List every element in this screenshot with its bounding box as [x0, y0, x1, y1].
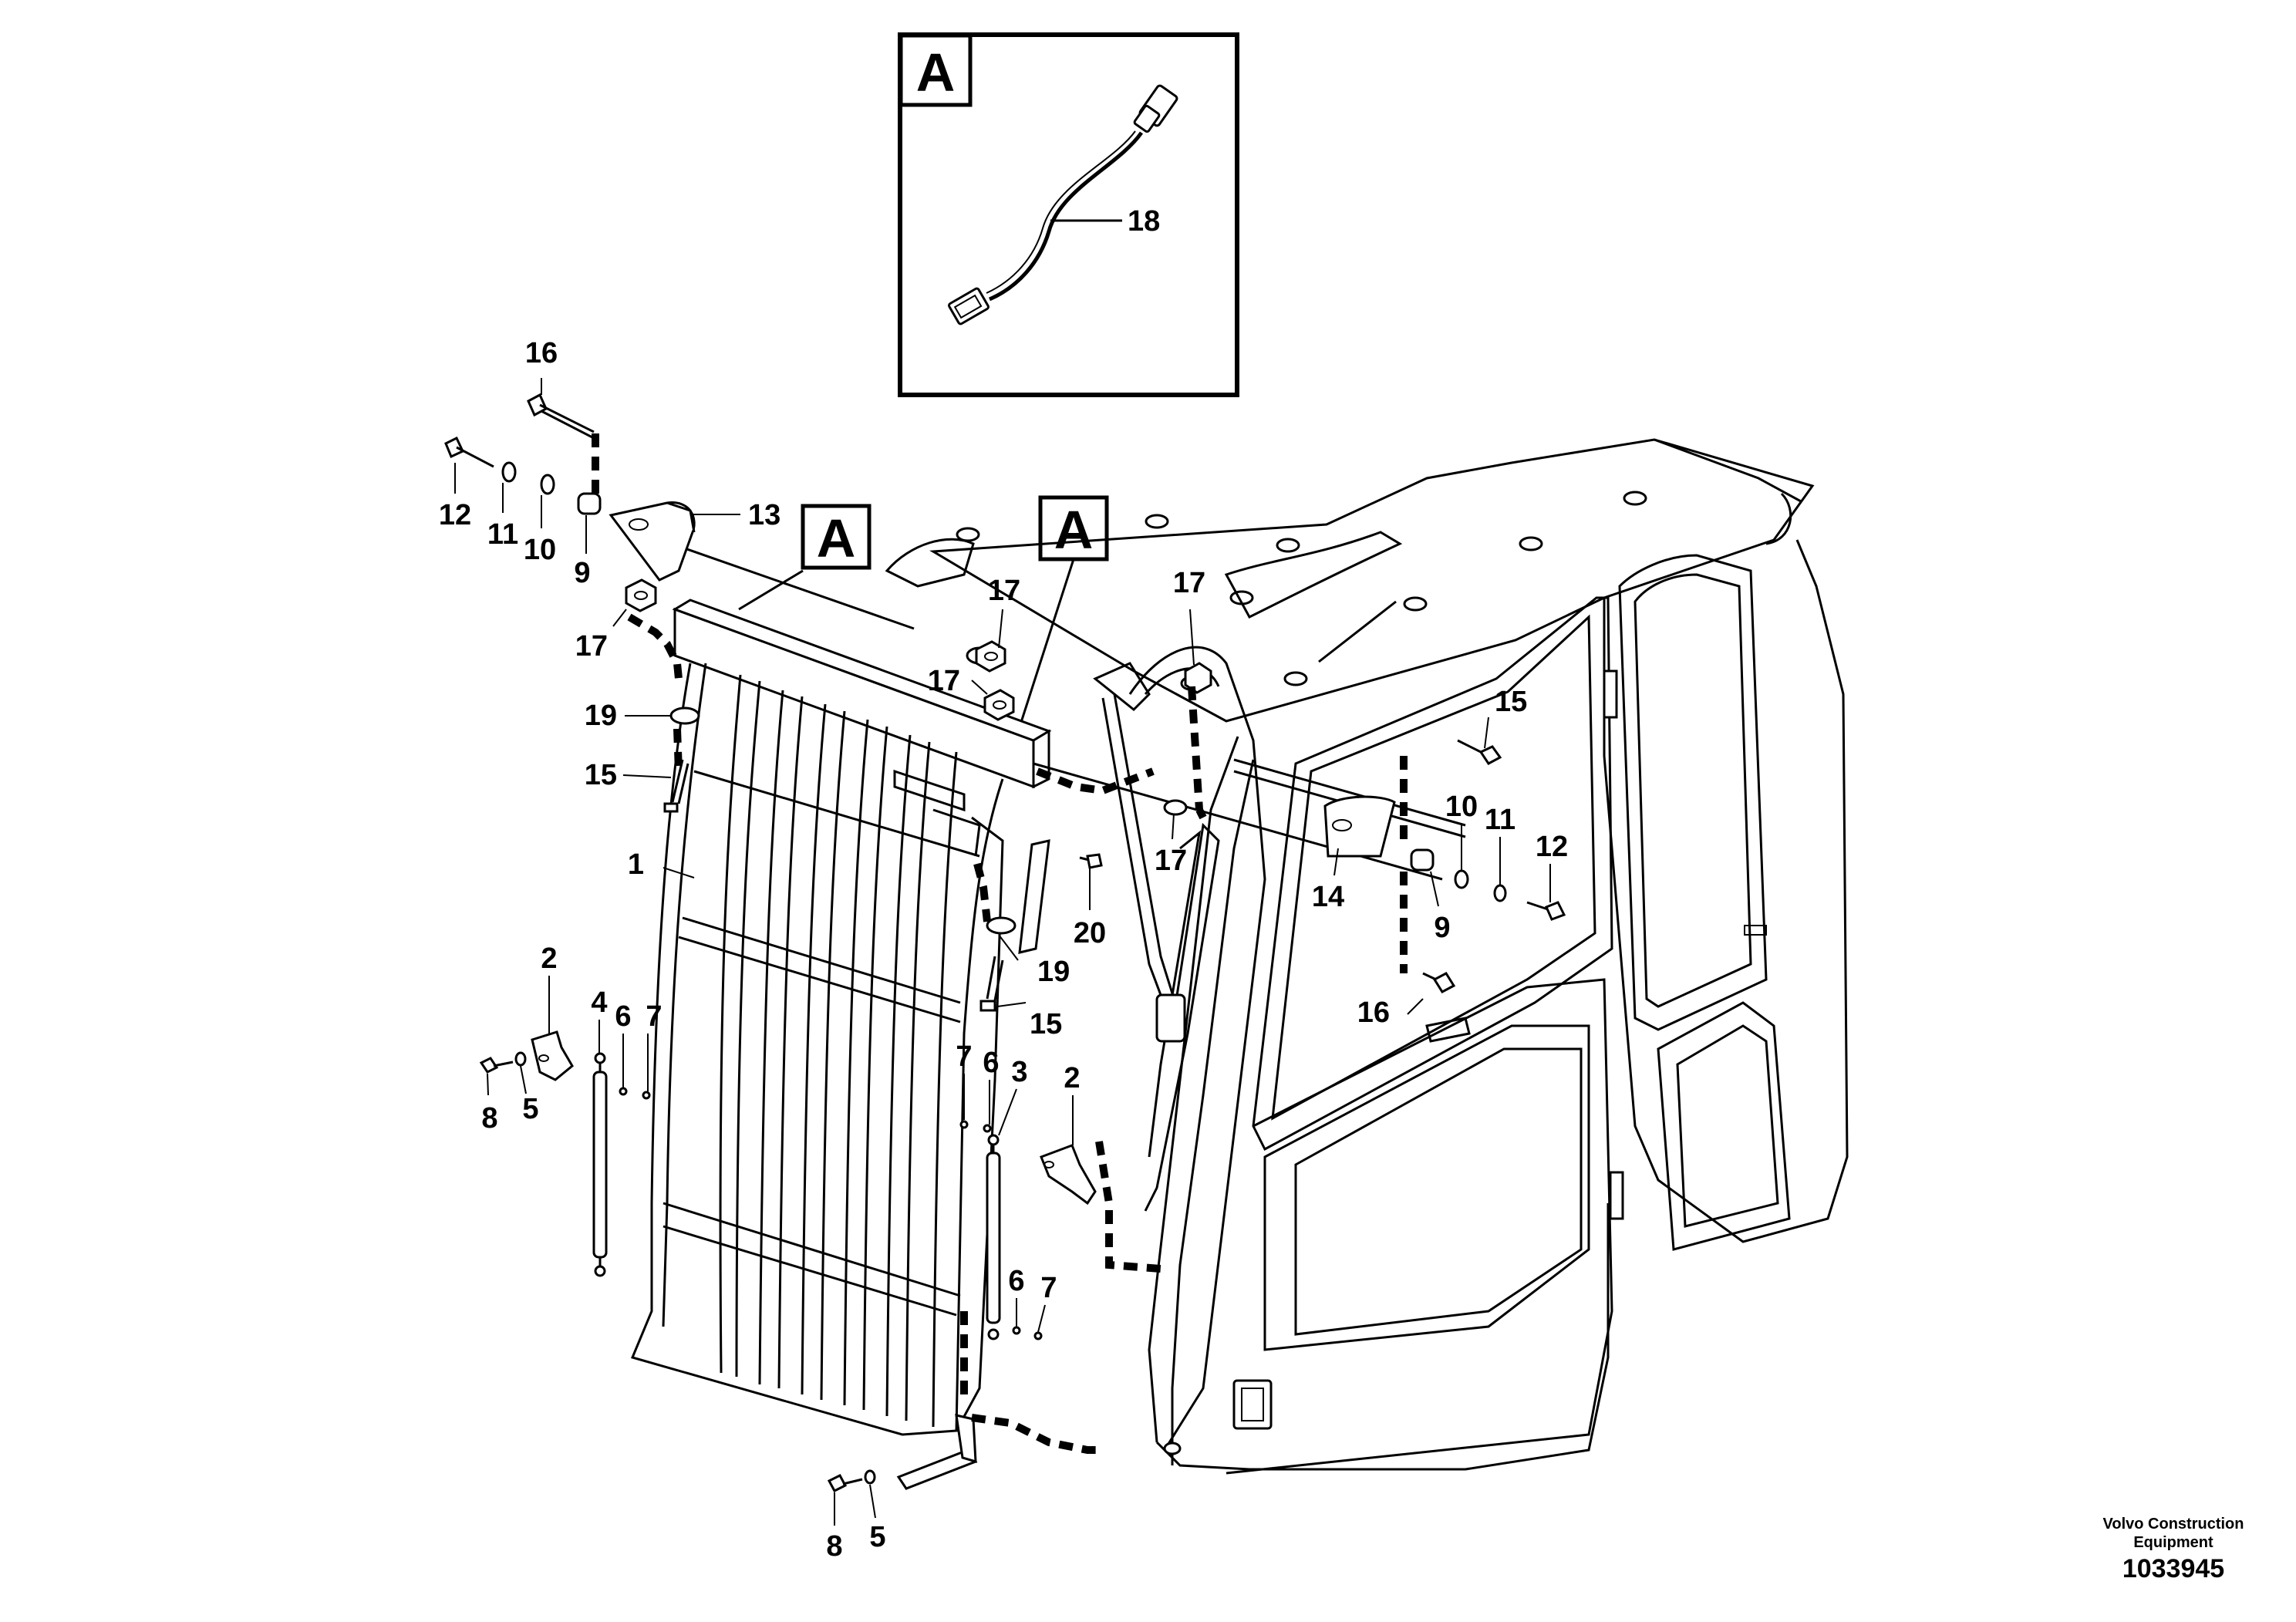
label-8-bottom: 8: [826, 1530, 842, 1563]
label-7-left: 7: [646, 1000, 662, 1033]
label-4: 4: [591, 986, 607, 1019]
hardware-left-hinge: [444, 393, 700, 813]
hinge-rod: [682, 546, 1466, 881]
label-6-left: 6: [615, 1000, 631, 1033]
part-labels: 16 12 11 10 9 13 17 17 17 17 17 19 15 1 …: [439, 337, 1568, 1563]
label-20: 20: [1074, 917, 1106, 949]
label-6-center: 6: [983, 1047, 999, 1079]
label-15-left: 15: [585, 759, 617, 791]
label-3: 3: [1011, 1056, 1027, 1088]
company-name: Volvo Construction: [2103, 1516, 2244, 1533]
svg-text:A: A: [1054, 500, 1094, 560]
detail-box-a: A 18: [898, 32, 1239, 397]
label-2-right: 2: [1064, 1062, 1080, 1094]
label-9-left: 9: [574, 557, 590, 589]
bracket-13: [609, 501, 696, 582]
hardware-right-hinge: [1410, 739, 1566, 993]
label-11-right: 11: [1485, 804, 1515, 836]
label-16-top: 16: [525, 337, 558, 369]
label-19-center: 19: [1037, 956, 1070, 988]
label-17-center-top: 17: [988, 575, 1020, 607]
label-10-right: 10: [1445, 791, 1478, 823]
label-2-left: 2: [541, 943, 557, 975]
drawing-code: 1033945: [2122, 1554, 2224, 1583]
label-12-right: 12: [1536, 831, 1568, 863]
callout-a-left: A: [738, 504, 872, 611]
label-11-left: 11: [487, 518, 518, 551]
cable-connector-bottom: [948, 287, 990, 325]
label-7-center: 7: [956, 1040, 972, 1073]
label-5-left: 5: [522, 1093, 538, 1125]
label-15-right: 15: [1495, 686, 1527, 718]
label-6-right: 6: [1008, 1265, 1024, 1297]
label-17-cab: 17: [1173, 567, 1205, 599]
label-14: 14: [1312, 881, 1344, 913]
label-19-left: 19: [585, 700, 617, 732]
front-guard: [630, 599, 1052, 1436]
detail-box-letter: A: [916, 42, 956, 103]
label-17-lower: 17: [1155, 845, 1187, 877]
footer-block: Volvo Construction Equipment 1033945: [2103, 1516, 2244, 1583]
svg-text:A: A: [817, 508, 856, 568]
label-12-left: 12: [439, 499, 471, 531]
gas-strut-left: [479, 1030, 651, 1277]
cable-connector-top: [1133, 84, 1178, 133]
cab-body: [885, 438, 1849, 1475]
gas-strut-right: [827, 1120, 1097, 1492]
assembly-dashed-lines: [592, 433, 1408, 1454]
label-9-right: 9: [1434, 912, 1450, 944]
wiper-assembly: [1093, 662, 1220, 1212]
label-5-bottom: 5: [869, 1521, 885, 1553]
label-15-center: 15: [1030, 1008, 1062, 1040]
hardware-center: [975, 640, 1212, 1012]
label-7-right: 7: [1040, 1272, 1057, 1304]
leader-lines: [454, 378, 1551, 1526]
label-18: 18: [1128, 205, 1160, 238]
label-10-left: 10: [524, 534, 556, 566]
label-13: 13: [748, 499, 781, 531]
label-1: 1: [628, 848, 644, 881]
company-name-line2: Equipment: [2133, 1534, 2213, 1551]
label-16-right: 16: [1357, 996, 1390, 1029]
bracket-14: [1323, 795, 1396, 858]
label-17-center: 17: [928, 665, 960, 697]
callout-a-right: A: [1015, 495, 1109, 737]
label-17-left: 17: [575, 630, 608, 663]
label-8-left: 8: [481, 1102, 497, 1135]
